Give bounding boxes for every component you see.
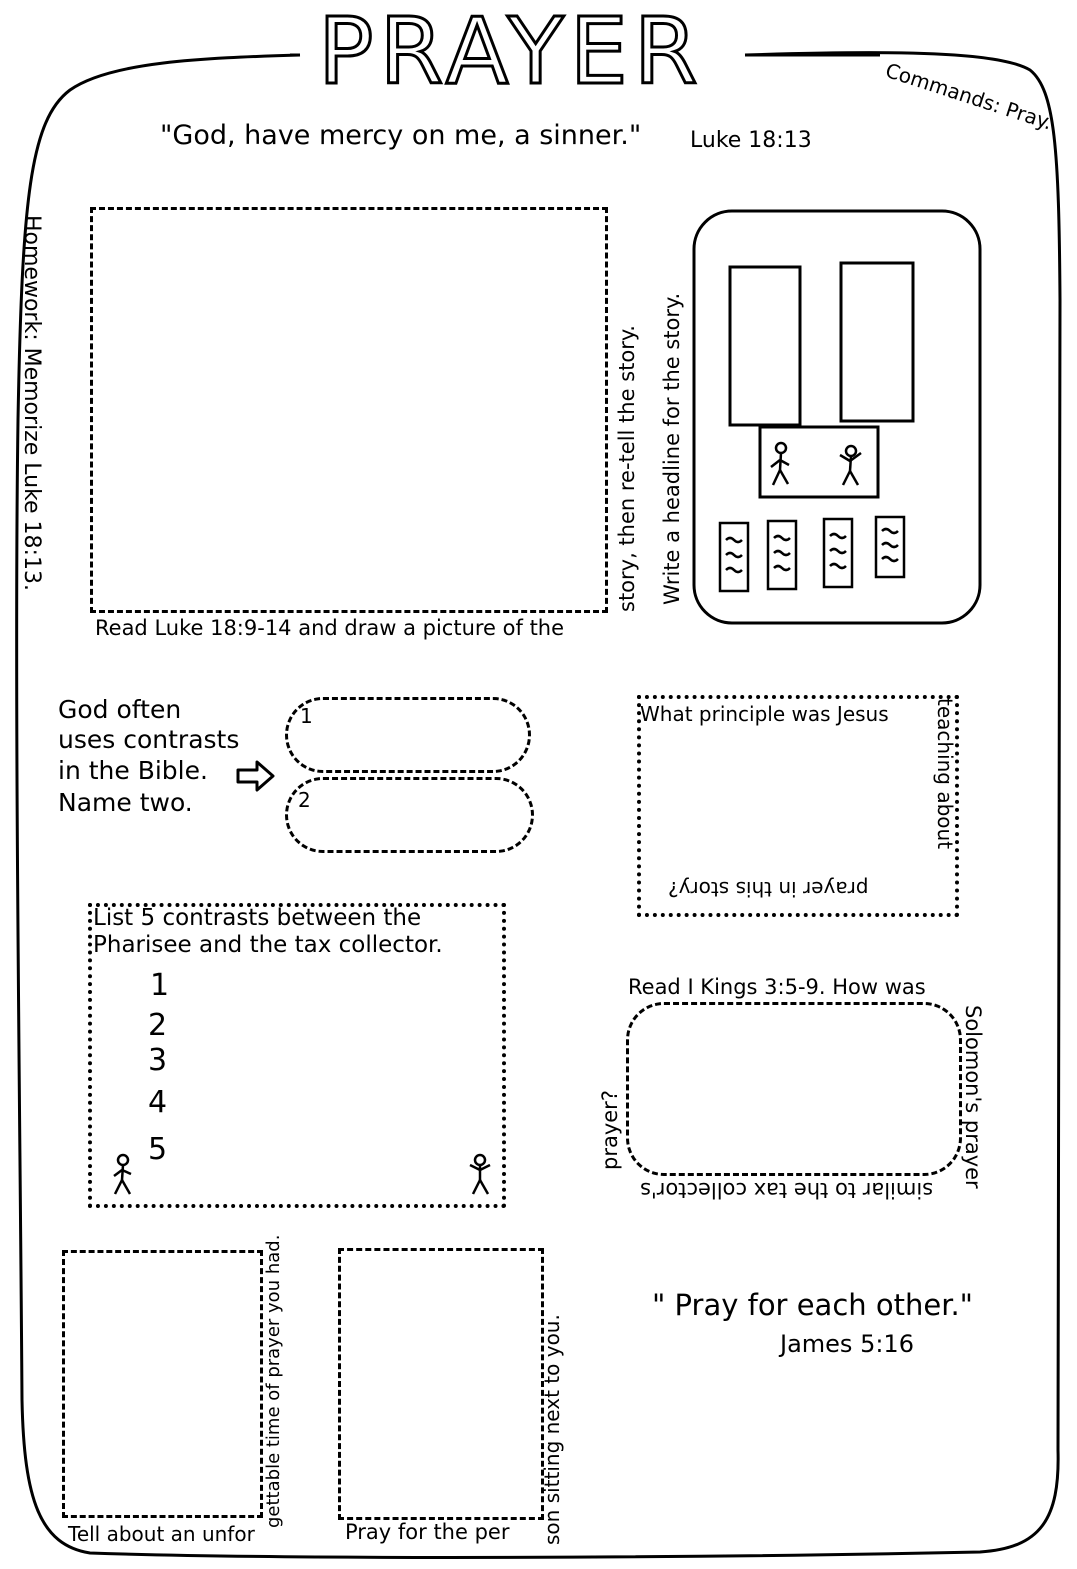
page-title: PRAYER xyxy=(317,0,704,105)
verse-bottom-ref: James 5:16 xyxy=(780,1330,914,1358)
contrasts-list-box[interactable] xyxy=(88,903,506,1208)
pharisee-figure-icon xyxy=(113,1153,132,1195)
kings-box-right-text: Solomon's prayer xyxy=(961,1005,985,1189)
list-number-4: 4 xyxy=(148,1085,168,1120)
verse-top-ref: Luke 18:13 xyxy=(690,128,812,153)
pray-person-box-side-text: son sitting next to you. xyxy=(540,1314,564,1545)
principle-box-top-text: What principle was Jesus xyxy=(640,702,889,726)
newspaper-illustration xyxy=(692,209,982,625)
unforgettable-box-bottom-text: Tell about an unfor xyxy=(68,1522,255,1546)
principle-box[interactable] xyxy=(637,695,959,917)
contrast-pill-1[interactable] xyxy=(285,697,531,773)
verse-bottom-text: " Pray for each other." xyxy=(652,1288,974,1322)
stick-figure-left-icon xyxy=(770,441,790,486)
list-number-5: 5 xyxy=(148,1132,168,1167)
tax-collector-figure-icon xyxy=(469,1153,491,1195)
unforgettable-box-side-text: gettable time of prayer you had. xyxy=(263,1234,284,1528)
list-number-1: 1 xyxy=(150,968,170,1003)
contrast-pill-1-number: 1 xyxy=(300,704,313,728)
story-drawing-box[interactable] xyxy=(90,207,608,613)
kings-box-top-text: Read I Kings 3:5-9. How was xyxy=(628,975,926,999)
story-box-side-instruction: story, then re-tell the story. xyxy=(615,325,639,612)
pray-person-box-bottom-text: Pray for the per xyxy=(345,1520,510,1544)
homework-label: Homework: Memorize Luke 18:13. xyxy=(19,215,44,591)
list-box-line1: List 5 contrasts between the xyxy=(93,905,422,931)
contrasts-intro-line3: in the Bible. xyxy=(58,756,208,785)
principle-box-bottom-text: prayer in this story? xyxy=(668,877,869,901)
kings-box[interactable] xyxy=(626,1002,962,1176)
list-number-2: 2 xyxy=(148,1008,168,1043)
kings-box-bottom-text: similar to the tax collector's xyxy=(640,1178,934,1202)
list-number-3: 3 xyxy=(148,1043,168,1078)
unforgettable-prayer-box[interactable] xyxy=(62,1250,263,1518)
pray-for-person-box[interactable] xyxy=(338,1248,544,1520)
list-box-line2: Pharisee and the tax collector. xyxy=(93,932,443,958)
headline-instruction: Write a headline for the story. xyxy=(660,292,684,605)
stick-figure-right-icon xyxy=(839,444,862,486)
verse-top-text: "God, have mercy on me, a sinner." xyxy=(160,120,642,151)
contrasts-intro-line4: Name two. xyxy=(58,788,193,817)
contrast-pill-2-number: 2 xyxy=(298,788,311,812)
right-arrow-icon xyxy=(236,760,275,792)
contrast-pill-2[interactable] xyxy=(285,777,534,853)
contrasts-intro-line1: God often xyxy=(58,695,182,724)
story-box-instruction: Read Luke 18:9-14 and draw a picture of … xyxy=(95,616,565,640)
principle-box-right-text: teaching about xyxy=(933,698,957,850)
contrasts-intro-line2: uses contrasts xyxy=(58,725,240,754)
kings-box-left-text: prayer? xyxy=(598,1090,622,1170)
